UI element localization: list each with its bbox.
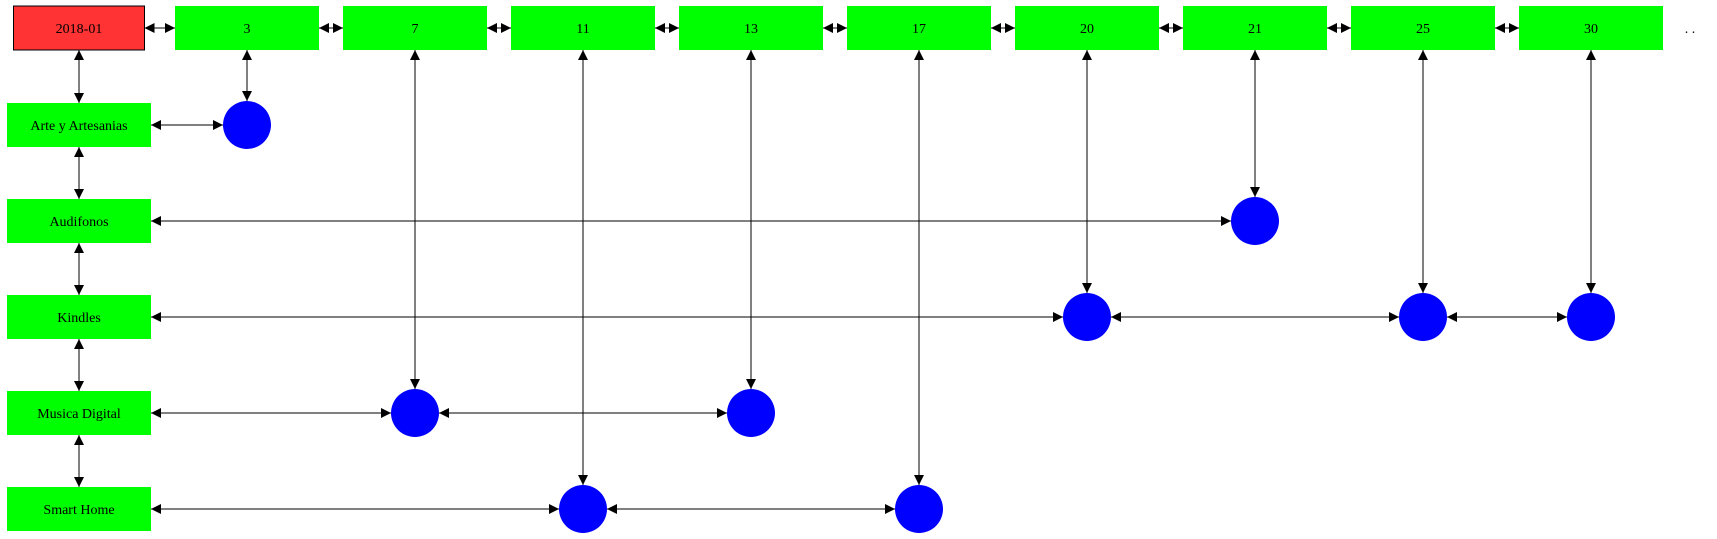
day-node-7 (343, 6, 487, 50)
day-label-13: 13 (744, 22, 758, 37)
category-label-musica-digital: Musica Digital (37, 407, 121, 422)
day-node-25 (1351, 6, 1495, 50)
month-header-label: 2018-01 (56, 22, 103, 37)
category-label-kindles: Kindles (57, 311, 101, 326)
day-node-17 (847, 6, 991, 50)
event-node-arte-y-artesanias-3 (223, 101, 271, 149)
event-node-musica-digital-7 (391, 389, 439, 437)
day-label-21: 21 (1248, 22, 1262, 37)
category-label-smart-home: Smart Home (43, 503, 114, 518)
day-label-30: 30 (1584, 22, 1598, 37)
category-node-audifonos (7, 199, 151, 243)
event-node-smart-home-11 (559, 485, 607, 533)
month-header-node (13, 5, 145, 51)
event-node-kindles-30 (1567, 293, 1615, 341)
day-node-11 (511, 6, 655, 50)
day-label-3: 3 (244, 22, 251, 37)
day-node-20 (1015, 6, 1159, 50)
day-node-21 (1183, 6, 1327, 50)
day-label-20: 20 (1080, 22, 1094, 37)
day-node-30 (1519, 6, 1663, 50)
day-label-11: 11 (576, 22, 589, 37)
edges-layer (74, 23, 1596, 514)
event-node-kindles-20 (1063, 293, 1111, 341)
category-node-arte-y-artesanias (7, 103, 151, 147)
day-label-7: 7 (412, 22, 419, 37)
event-node-audifonos-21 (1231, 197, 1279, 245)
category-label-audifonos: Audifonos (49, 215, 108, 230)
category-node-kindles (7, 295, 151, 339)
event-node-smart-home-17 (895, 485, 943, 533)
category-node-musica-digital (7, 391, 151, 435)
day-label-25: 25 (1416, 22, 1430, 37)
day-node-13 (679, 6, 823, 50)
timeline-ellipsis: . . (1685, 22, 1696, 37)
nodes-layer: 2018-01 3 7 11 13 17 20 21 25 30 . . Arte y Artesan… (7, 5, 1696, 533)
category-node-smart-home (7, 487, 151, 531)
event-node-kindles-25 (1399, 293, 1447, 341)
category-label-arte-y-artesanias: Arte y Artesanias (30, 119, 127, 134)
day-node-3 (175, 6, 319, 50)
day-label-17: 17 (912, 22, 926, 37)
event-node-musica-digital-13 (727, 389, 775, 437)
